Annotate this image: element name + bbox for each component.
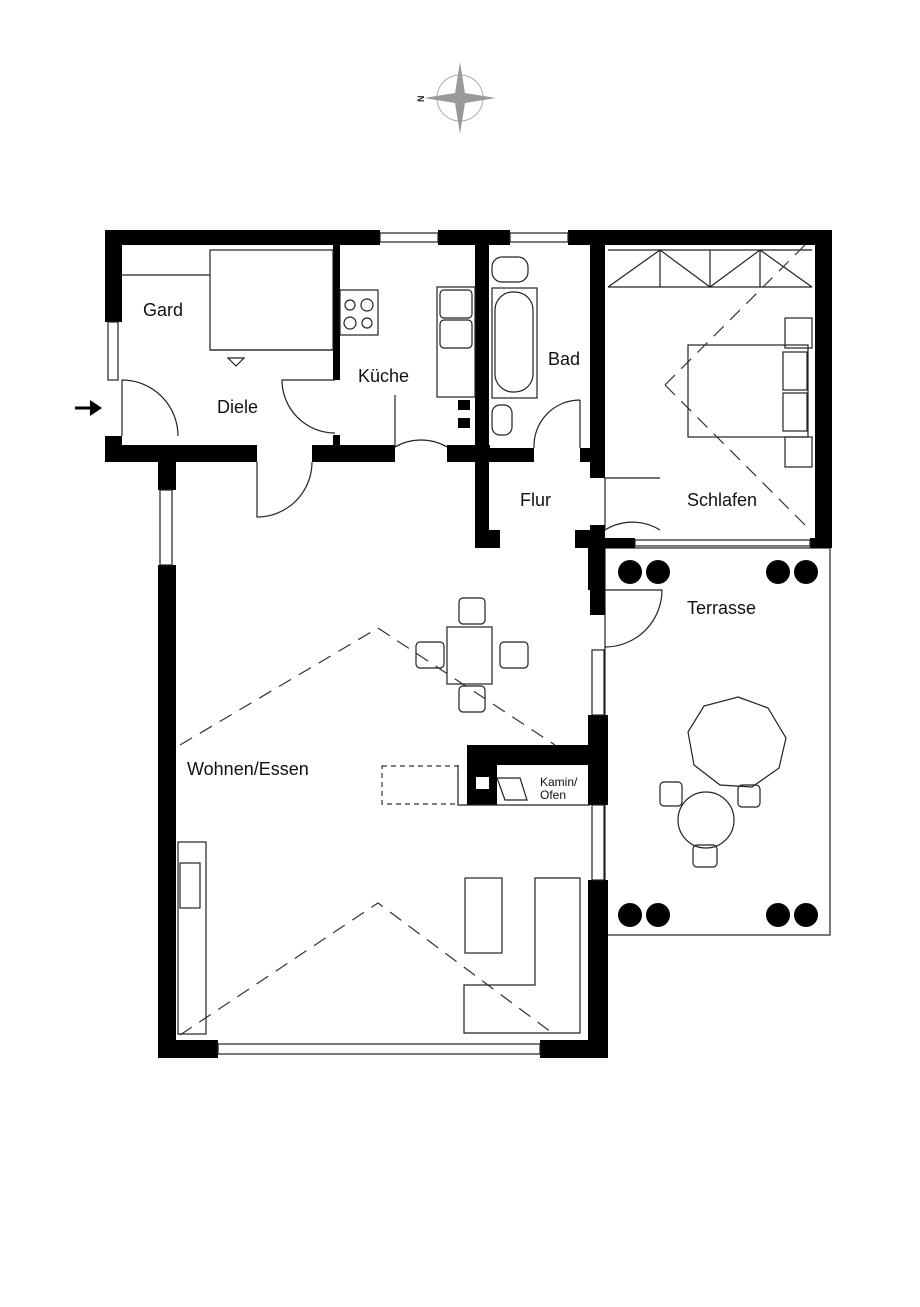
- room-label-diele: Diele: [217, 397, 258, 417]
- room-label-flur: Flur: [520, 490, 551, 510]
- entrance-arrow-icon: [75, 400, 102, 416]
- room-label-schlafen: Schlafen: [687, 490, 757, 510]
- room-label-terrasse: Terrasse: [687, 598, 756, 618]
- room-label-gard: Gard: [143, 300, 183, 320]
- room-label-wohnen-essen: Wohnen/Essen: [187, 759, 309, 779]
- compass-rose-icon: N: [416, 62, 496, 134]
- windows: [107, 232, 811, 1055]
- label-kamin: Kamin/: [540, 775, 578, 789]
- label-ofen: Ofen: [540, 788, 566, 802]
- dashed-lines: [179, 239, 811, 1036]
- room-label-bad: Bad: [548, 349, 580, 369]
- north-label: N: [416, 96, 426, 103]
- room-label-kueche: Küche: [358, 366, 409, 386]
- walls: [105, 230, 832, 1058]
- furniture: [122, 249, 818, 1035]
- doors: [121, 379, 663, 648]
